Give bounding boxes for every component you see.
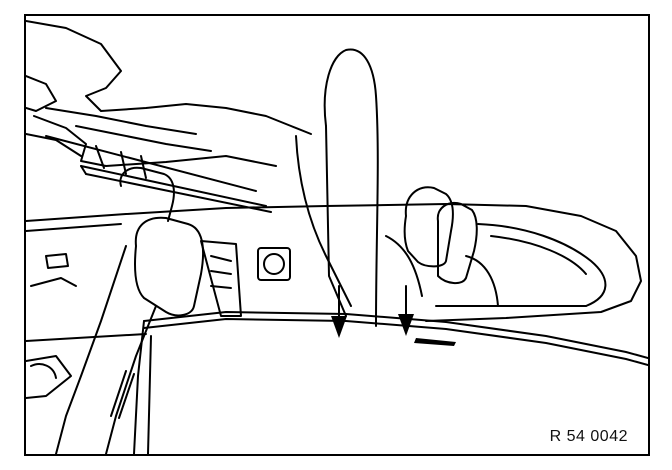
rollover-bar (295, 48, 379, 327)
technical-illustration-frame: R 54 0042 (24, 14, 650, 456)
right-headrests (385, 186, 499, 307)
convertible-top-illustration (26, 20, 648, 454)
figure-reference-code: R 54 0042 (549, 428, 628, 445)
down-arrow-left (331, 316, 347, 338)
left-headrest (55, 166, 205, 454)
seat-belt (200, 240, 242, 317)
roof-frame-bar (45, 135, 272, 213)
rear-handle (30, 253, 77, 287)
tonneau-panel (133, 311, 648, 454)
mounting-bracket (257, 247, 291, 281)
folded-soft-top (26, 20, 312, 167)
down-arrow-right (398, 314, 414, 336)
car-body-rear-deck (26, 203, 642, 399)
seal-strip (414, 338, 456, 346)
